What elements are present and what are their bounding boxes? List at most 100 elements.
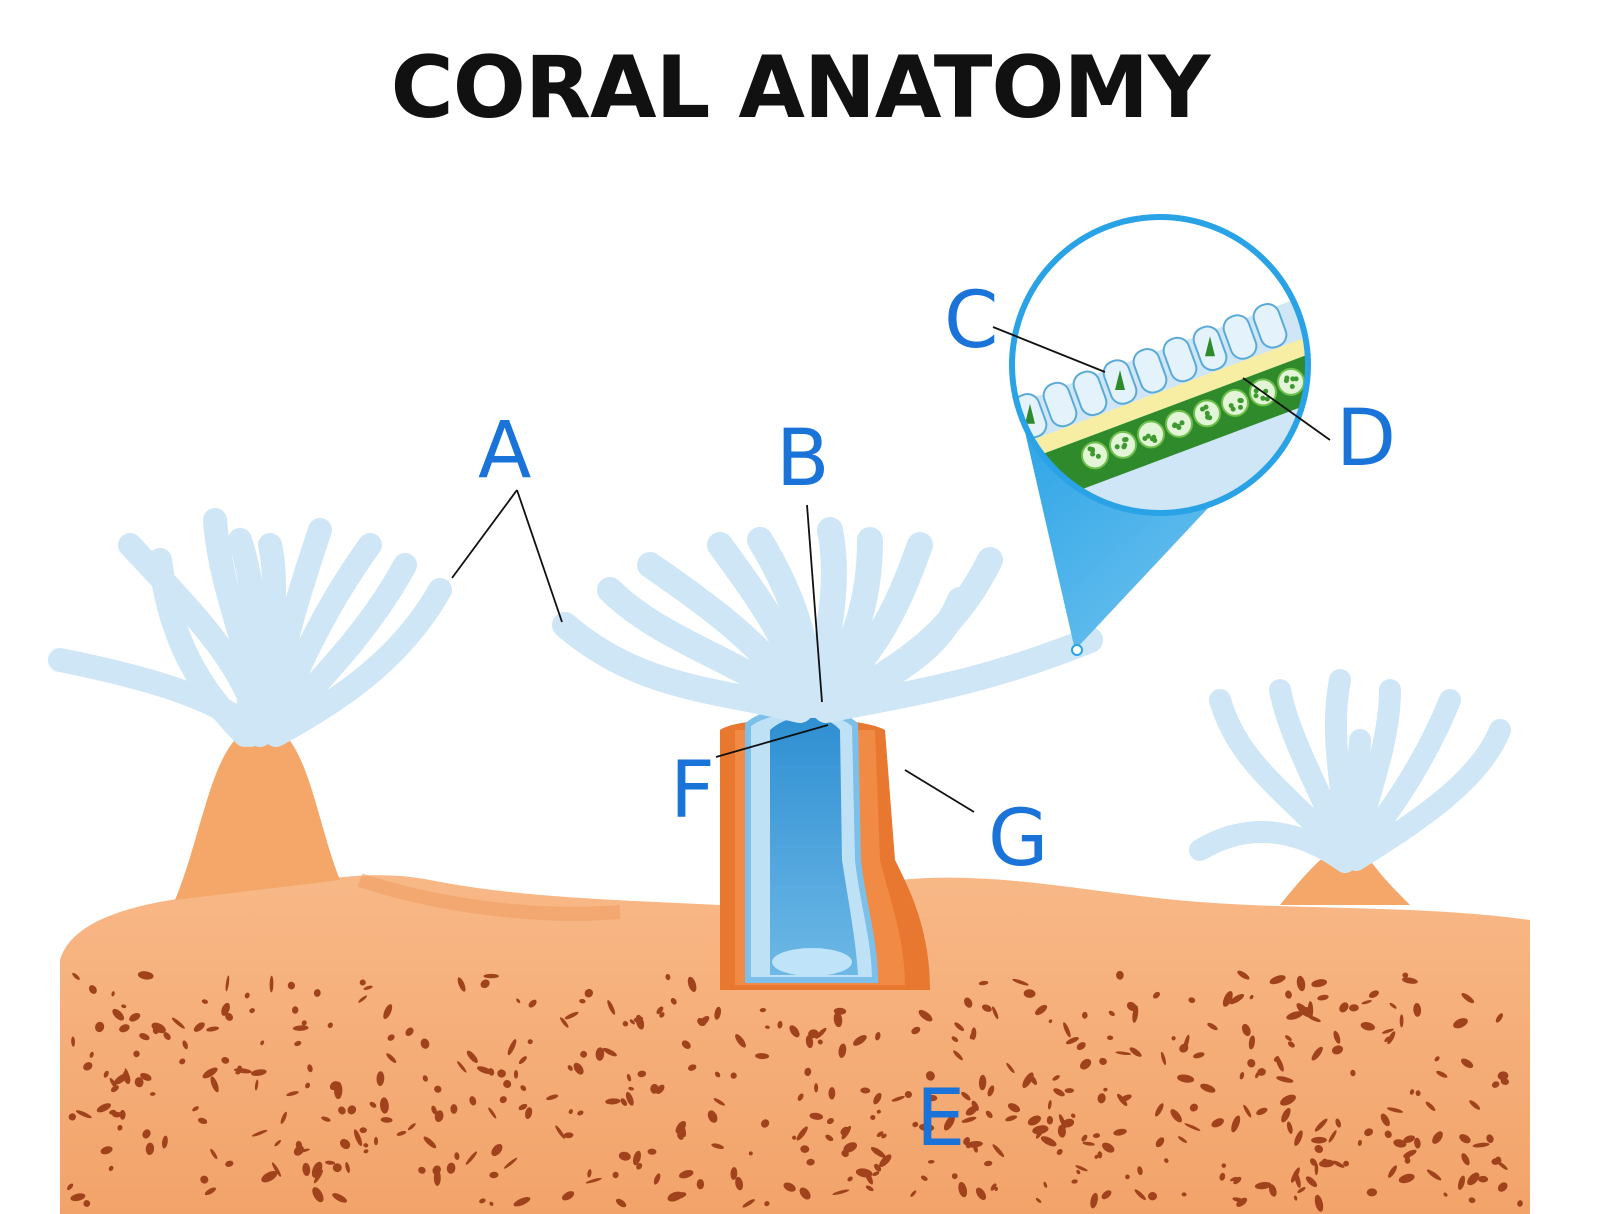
skeleton-pore <box>1171 1036 1176 1041</box>
skeleton-pore <box>1497 1161 1508 1170</box>
skeleton-pore <box>1350 1069 1356 1077</box>
magnified-callout <box>1009 214 1311 656</box>
skeleton-pore <box>951 1036 959 1043</box>
skeleton-pore <box>182 1040 188 1050</box>
skeleton-pore <box>828 1087 836 1100</box>
skeleton-pore <box>625 1091 634 1106</box>
skeleton-pore <box>518 1103 528 1111</box>
skeleton-pore <box>75 1110 92 1119</box>
skeleton-pore <box>1231 1115 1241 1133</box>
skeleton-pore <box>280 1111 287 1124</box>
skeleton-pore <box>286 1091 299 1097</box>
skeleton-pore <box>1403 1135 1415 1143</box>
skeleton-pore <box>358 995 367 1003</box>
skeleton-pore <box>332 1193 347 1203</box>
skeleton-pore <box>469 1096 477 1106</box>
skeleton-pore <box>633 1150 641 1166</box>
skeleton-pore <box>301 1020 307 1026</box>
skeleton-pore <box>513 1070 519 1079</box>
skeleton-pore <box>139 1033 150 1041</box>
skeleton-pore <box>1500 1078 1509 1085</box>
skeleton-pore <box>814 1083 819 1093</box>
skeleton-pore <box>1099 1057 1107 1065</box>
skeleton-pore <box>1188 997 1196 1004</box>
skeleton-pore <box>88 985 97 994</box>
skeleton-pore <box>833 1012 843 1028</box>
skeleton-pore <box>386 1053 397 1063</box>
skeleton-pore <box>292 1025 309 1031</box>
skeleton-pore <box>119 1024 130 1033</box>
skeleton-pore <box>587 1169 592 1178</box>
skeleton-pore <box>418 1166 426 1174</box>
skeleton-pore <box>520 1085 527 1091</box>
skeleton-pore <box>1491 1081 1500 1088</box>
skeleton-pore <box>1247 1058 1256 1068</box>
skeleton-pore <box>111 991 115 997</box>
skeleton-pore <box>748 1151 753 1156</box>
skeleton-pore <box>1081 1011 1088 1019</box>
skeleton-pore <box>1413 1003 1422 1017</box>
skeleton-pore <box>1052 1075 1060 1081</box>
skeleton-pore <box>100 1146 113 1155</box>
skeleton-pore <box>904 1090 912 1099</box>
skeleton-pore <box>225 1160 234 1167</box>
skeleton-pore <box>379 1097 389 1114</box>
skeleton-pore <box>1094 1154 1099 1159</box>
skeleton-pore <box>1339 1002 1349 1013</box>
nematocyst <box>1025 403 1035 424</box>
skeleton-pore <box>965 1143 971 1149</box>
skeleton-pore <box>1286 1121 1293 1134</box>
skeleton-pore <box>637 1070 647 1078</box>
skeleton-pore <box>1386 1107 1404 1113</box>
skeleton-pore <box>826 1118 834 1125</box>
skeleton-pore <box>1177 1074 1195 1083</box>
skeleton-pore <box>479 1198 486 1204</box>
skeleton-pore <box>260 1040 265 1046</box>
skeleton-pore <box>163 1032 171 1041</box>
skeleton-pore <box>110 1085 119 1093</box>
skeleton-pore <box>1402 972 1409 979</box>
skeleton-pore <box>204 1187 216 1196</box>
skeleton-pore <box>1335 1118 1341 1128</box>
skeleton-pore <box>1053 1088 1065 1097</box>
zooxanthella-dot <box>1205 414 1211 420</box>
skeleton-pore <box>1388 1165 1397 1178</box>
skeleton-pore <box>244 992 250 999</box>
skeleton-pore <box>879 1154 892 1167</box>
skeleton-pore <box>711 1143 725 1149</box>
skeleton-pore <box>1160 1051 1167 1066</box>
label-d: D <box>1336 394 1397 484</box>
skeleton-pore <box>1404 1154 1410 1162</box>
skeleton-pore <box>491 1143 503 1157</box>
skeleton-pore <box>142 1129 151 1139</box>
skeleton-pore <box>1115 1051 1132 1055</box>
label-e: E <box>916 1074 966 1164</box>
skeleton-pore <box>670 1192 687 1200</box>
skeleton-pore <box>1101 1190 1112 1200</box>
skeleton-pore <box>1239 1071 1245 1080</box>
skeleton-pore <box>853 1035 867 1046</box>
skeleton-pore <box>489 1201 494 1206</box>
skeleton-pore <box>1102 1142 1115 1153</box>
skeleton-pore <box>1189 1103 1198 1112</box>
skeleton-pore <box>1064 1088 1074 1094</box>
skeleton-pore <box>580 1050 587 1058</box>
zooxanthella-dot <box>1179 420 1185 426</box>
skeleton-pore <box>969 1032 976 1040</box>
zooxanthella-dot <box>1172 422 1178 428</box>
skeleton-pore <box>271 1162 282 1177</box>
left-polyp <box>48 508 452 900</box>
skeleton-pore <box>1311 1136 1327 1144</box>
skeleton-pore <box>312 1187 324 1203</box>
gastric-cavity <box>770 716 858 975</box>
skeleton-pore <box>560 1017 569 1028</box>
skeleton-pore <box>1012 978 1029 986</box>
zooxanthella-dot <box>1289 384 1295 389</box>
skeleton-pore <box>225 1012 234 1021</box>
skeleton-pore <box>1137 1166 1143 1176</box>
skeleton-pore <box>1097 1093 1106 1104</box>
skeleton-pore <box>134 1077 144 1088</box>
skeleton-pore <box>797 1093 804 1101</box>
skeleton-pore <box>546 1094 559 1101</box>
